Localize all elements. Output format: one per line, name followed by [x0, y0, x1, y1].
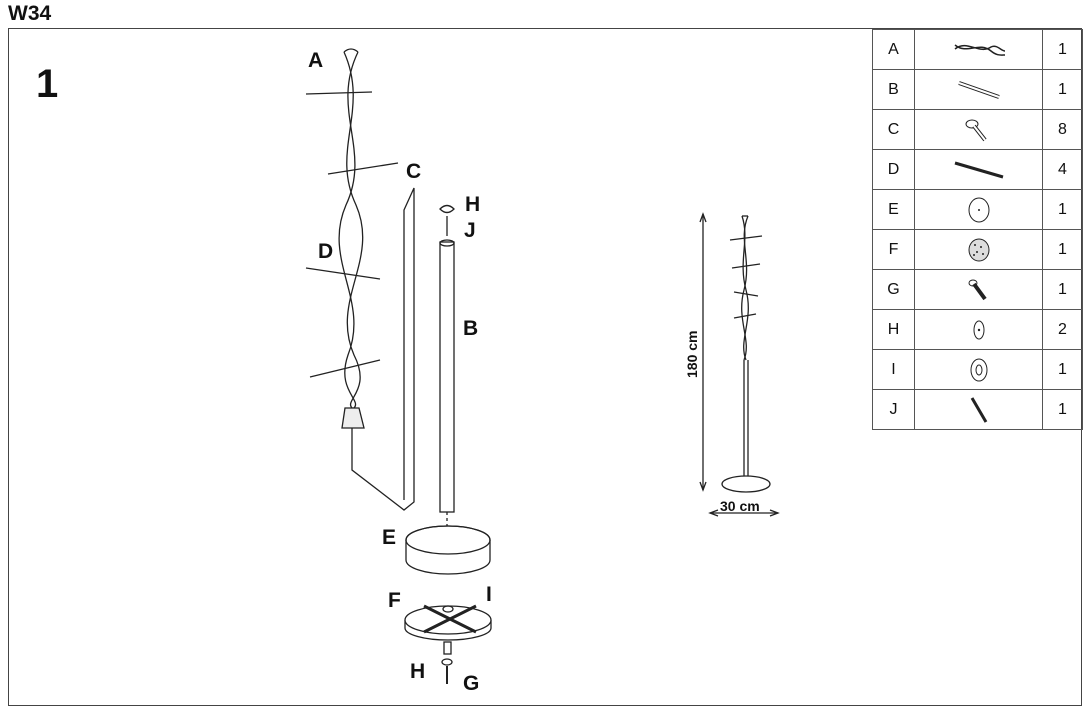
hook-rods [305, 91, 399, 378]
screw-bolt-icon [914, 269, 1043, 310]
callout-F: F [388, 589, 401, 612]
anti-slip-pad-icon [914, 229, 1043, 270]
pole-illustration [439, 204, 455, 545]
part-quantity: 1 [1042, 349, 1083, 390]
callout-D: D [318, 240, 333, 263]
small-washer-icon [914, 309, 1043, 350]
callout-G: G [463, 672, 479, 695]
callout-E: E [382, 526, 396, 549]
part-quantity: 1 [1042, 69, 1083, 110]
callout-C: C [406, 160, 421, 183]
callout-J: J [464, 219, 476, 242]
part-letter: D [872, 149, 915, 190]
part-quantity: 4 [1042, 149, 1083, 190]
callout-labels: A B C D E F G H I J H [308, 49, 492, 695]
large-washer-icon [914, 349, 1043, 390]
anti-slip-pad-illustration [404, 604, 492, 641]
callout-H-bottom: H [410, 660, 425, 683]
part-quantity: 8 [1042, 109, 1083, 150]
width-dimension-label: 30 cm [720, 498, 760, 514]
twisted-frame-illustration [338, 48, 415, 511]
part-quantity: 1 [1042, 189, 1083, 230]
metal-rod-icon [914, 149, 1043, 190]
callout-B: B [463, 317, 478, 340]
part-letter: E [872, 189, 915, 230]
assembled-rack-preview [699, 212, 780, 517]
callout-I: I [486, 583, 492, 606]
part-quantity: 2 [1042, 309, 1083, 350]
part-quantity: 1 [1042, 389, 1083, 430]
part-letter: H [872, 309, 915, 350]
hook-peg-icon [914, 109, 1043, 150]
short-rod-icon [914, 389, 1043, 430]
part-quantity: 1 [1042, 269, 1083, 310]
part-letter: B [872, 69, 915, 110]
pole-tube-icon [914, 69, 1043, 110]
callout-H-top: H [465, 193, 480, 216]
part-letter: A [872, 29, 915, 70]
part-quantity: 1 [1042, 29, 1083, 70]
base-disc-illustration [405, 525, 491, 575]
twisted-frame-icon [914, 29, 1043, 70]
part-quantity: 1 [1042, 229, 1083, 270]
document-title: W34 [8, 2, 52, 25]
bolt-illustration [441, 641, 453, 684]
part-letter: C [872, 109, 915, 150]
height-dimension-label: 180 cm [684, 331, 700, 378]
part-letter: F [872, 229, 915, 270]
callout-A: A [308, 49, 323, 72]
step-number: 1 [36, 62, 59, 106]
part-letter: I [872, 349, 915, 390]
part-letter: G [872, 269, 915, 310]
base-disc-icon [914, 189, 1043, 230]
part-letter: J [872, 389, 915, 430]
